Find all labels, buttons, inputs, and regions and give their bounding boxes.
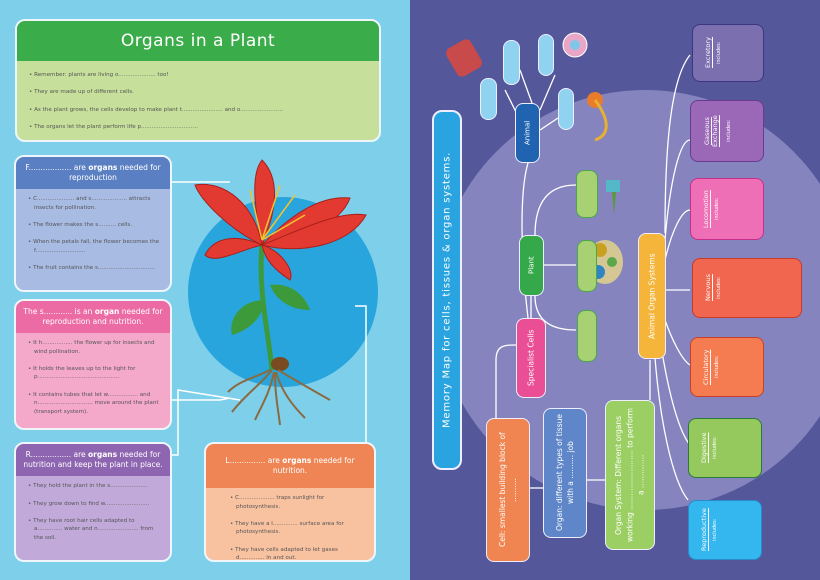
map-title: Memory Map for cells, tissues & organ sy…	[432, 110, 462, 470]
includes-label: includes:	[714, 197, 720, 221]
flowers-card: F.................. are organs needed fo…	[14, 155, 172, 292]
stem-item: It h................. the flower up for …	[28, 339, 160, 356]
system-excretory: Excretory includes:	[692, 24, 764, 82]
organ-system-box: Organ System: Different organs working .…	[605, 400, 655, 550]
intro-line: As the plant grows, the cells develop to…	[29, 106, 369, 114]
memory-map-panel: Memory Map for cells, tissues & organ sy…	[410, 0, 820, 580]
stem-card: The s............ is an organ needed for…	[14, 299, 172, 430]
intro-line: The organs let the plant perform life p.…	[29, 123, 369, 131]
includes-label: includes:	[712, 518, 718, 542]
includes-label: includes:	[716, 276, 722, 300]
intro-line: They are made up of different cells.	[29, 88, 369, 96]
plant-cell-answer	[577, 310, 597, 362]
roots	[227, 369, 331, 426]
specialist-cells-box: Specialist Cells	[516, 318, 546, 398]
animal-cell-answer	[558, 88, 574, 130]
seed	[271, 357, 289, 371]
animal-cell-answer	[480, 78, 497, 120]
plant-cell-picture	[606, 180, 620, 192]
plant-cell-answer	[576, 170, 598, 218]
plant-organs-panel: Organs in a Plant Remember: plants are l…	[0, 0, 410, 580]
stem-item: It holds the leaves up to the light for …	[28, 365, 160, 382]
stem	[258, 244, 275, 371]
leaves-connector	[355, 305, 367, 443]
system-nervous: Nervous includes:	[692, 258, 802, 318]
flowers-heading: F.................. are organs needed fo…	[16, 157, 170, 190]
muscle-cell-picture	[446, 39, 482, 77]
includes-label: includes:	[726, 119, 732, 143]
roots-heading: R................. are organs needed for…	[16, 444, 170, 477]
system-digestive: Digestive includes:	[688, 418, 762, 478]
intro-card: Organs in a Plant Remember: plants are l…	[15, 19, 381, 142]
stem-heading: The s............ is an organ needed for…	[16, 301, 170, 334]
plant-box: Plant	[519, 235, 544, 296]
includes-label: includes:	[714, 355, 720, 379]
flower-diagram	[170, 159, 378, 456]
roots-item: They hold the plant in the s............…	[28, 482, 160, 490]
leaf	[270, 284, 310, 310]
flowers-item: When the petals fall, the flower becomes…	[28, 238, 160, 255]
system-circulatory: Circulatory includes:	[690, 337, 764, 397]
animal-organ-systems-box: Animal Organ Systems	[638, 233, 666, 359]
roots-item: They grow down to find w................…	[28, 500, 160, 508]
roots-item: They have root hair cells adapted to a..…	[28, 517, 160, 542]
leaves-item: They have a l.............. surface area…	[230, 520, 364, 537]
flowers-item: C..................... and s............…	[28, 195, 160, 212]
leaf	[231, 300, 265, 335]
includes-label: includes:	[716, 41, 722, 65]
system-gaseous-exchange: Gaseous Exchange includes:	[690, 100, 764, 162]
includes-label: includes:	[712, 436, 718, 460]
stamens	[249, 184, 306, 241]
flowers-item: The flower makes the s.......... cells.	[28, 221, 160, 229]
plant-cell-answer	[577, 240, 597, 292]
animal-cell-answer	[538, 34, 554, 76]
animal-box: Animal	[515, 103, 540, 163]
leaves-item: C.................... traps sunlight for…	[230, 494, 364, 511]
animal-cell-answer	[503, 40, 520, 85]
cell-box: Cell: smallest building block of .......…	[486, 418, 530, 562]
stem-item: It contains tubes that let w............…	[28, 391, 160, 416]
intro-line: Remember: plants are living o...........…	[29, 71, 369, 79]
leaves-card: L............... are organs needed for n…	[204, 442, 376, 562]
flowers-item: The fruit contains the s................…	[28, 264, 160, 272]
roots-card: R................. are organs needed for…	[14, 442, 172, 562]
roots-connector	[170, 389, 241, 456]
organ-box: Organ: different types of tissue with a …	[543, 408, 587, 538]
system-reproductive: Reproductive includes:	[688, 500, 762, 560]
leaves-heading: L............... are organs needed for n…	[206, 444, 374, 489]
flower-petals	[194, 159, 367, 281]
page-title: Organs in a Plant	[17, 21, 379, 61]
system-locomotion: Locomotion includes:	[690, 178, 764, 240]
leaves-item: They have cells adapted to let gases d..…	[230, 546, 364, 560]
stem-connector	[170, 397, 231, 401]
